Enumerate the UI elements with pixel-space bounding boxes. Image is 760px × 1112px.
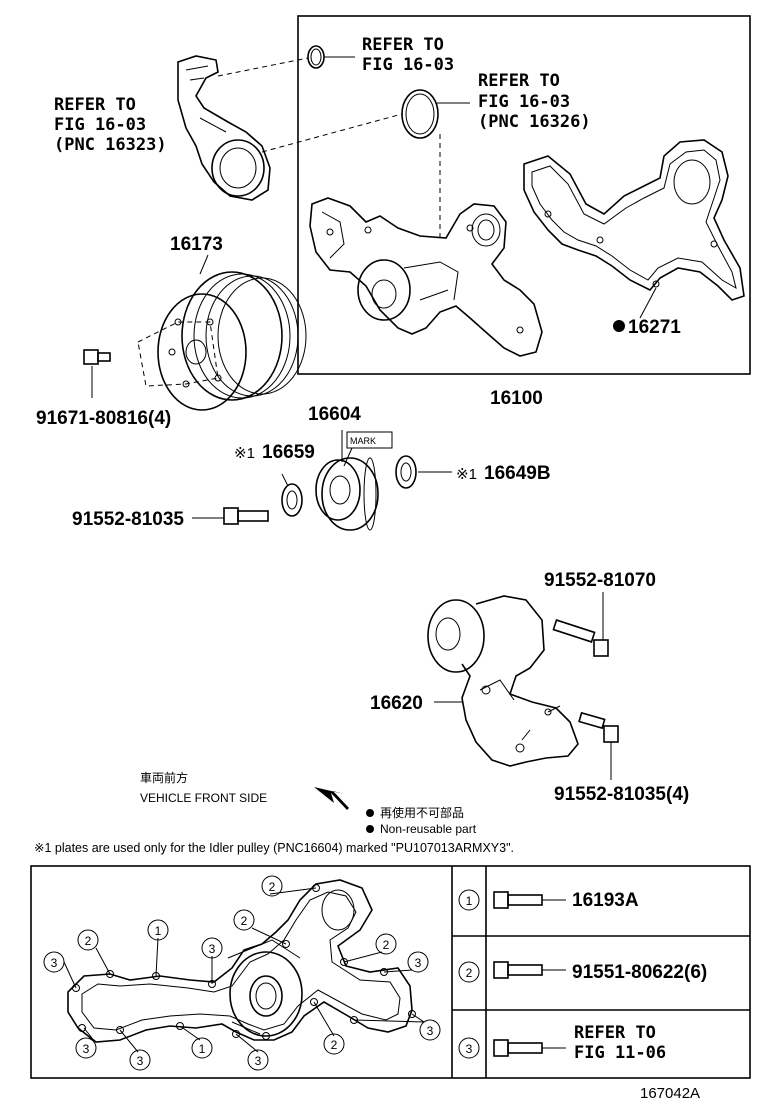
pulley-16173 — [137, 271, 307, 411]
water-inlet-pipe — [177, 55, 271, 201]
bolt-icon — [493, 891, 543, 909]
part-number: 91671-80816(4) — [36, 408, 171, 429]
callout-3: 3 — [427, 1024, 434, 1038]
legend-part: FIG 11-06 — [574, 1043, 666, 1063]
footnote-symbol: ※1 — [234, 445, 255, 462]
part-number: 16271 — [628, 317, 681, 338]
water-pump-body — [309, 197, 543, 357]
vehicle-front-en: VEHICLE FRONT SIDE — [140, 791, 267, 805]
legend-part: 91551-80622(6) — [572, 962, 707, 983]
gasket-16271 — [523, 139, 745, 301]
refer-label: REFER TO — [478, 71, 560, 91]
callout-2: 2 — [331, 1038, 338, 1052]
callout-2: 2 — [85, 934, 92, 948]
plate-16659 — [281, 483, 303, 517]
bolt-91552-81070 — [552, 619, 609, 657]
idler-pulley-16604 — [315, 457, 379, 531]
callout-1: 1 — [199, 1042, 206, 1056]
pump-bolt-layout — [67, 879, 416, 1043]
plate-16649b — [395, 455, 417, 489]
refer-label: FIG 16-03 — [54, 115, 146, 135]
callout-3: 3 — [209, 942, 216, 956]
assembly-frame — [297, 15, 751, 375]
refer-label: FIG 16-03 — [478, 92, 570, 112]
bolt-91552-81035-4 — [578, 711, 619, 743]
legend-circle-3 — [458, 1037, 480, 1059]
front-arrow-icon — [314, 787, 349, 810]
footnote: ※1 plates are used only for the Idler pu… — [34, 841, 514, 855]
part-number: 16100 — [490, 388, 543, 409]
legend-key: 2 — [466, 966, 473, 980]
mark-label: MARK — [350, 436, 376, 446]
part-number: 16173 — [170, 234, 223, 255]
refer-label: (PNC 16323) — [54, 135, 167, 155]
part-number: 16659 — [262, 442, 315, 463]
callout-3: 3 — [255, 1054, 262, 1068]
callout-3: 3 — [51, 956, 58, 970]
bullet-icon — [366, 825, 374, 833]
part-number: 16620 — [370, 693, 423, 714]
callout-circles: 3 2 1 3 2 2 2 3 3 2 3 1 3 3 — [43, 875, 441, 1071]
callout-leaders — [63, 887, 425, 1053]
callout-1: 1 — [155, 924, 162, 938]
mark-label-box — [346, 431, 393, 449]
legend-part: 16193A — [572, 890, 639, 911]
bullet-icon — [366, 809, 374, 817]
bolt-91671 — [83, 349, 111, 365]
callout-3: 3 — [137, 1054, 144, 1068]
part-number: 16649B — [484, 463, 551, 484]
part-number: 91552-81070 — [544, 570, 656, 591]
bolt-icon — [493, 1039, 543, 1057]
bolt-91552-81035 — [223, 507, 269, 525]
bottom-frame — [30, 865, 751, 1079]
legend-circle-2 — [458, 961, 480, 983]
legend-key: 3 — [466, 1042, 473, 1056]
callout-2: 2 — [269, 880, 276, 894]
vehicle-front-jp: 車両前方 — [140, 770, 188, 785]
legend-circle-1 — [458, 889, 480, 911]
figure-id: 167042A — [640, 1085, 700, 1102]
legend-part: REFER TO — [574, 1023, 656, 1043]
part-number: 16604 — [308, 404, 361, 425]
callout-3: 3 — [83, 1042, 90, 1056]
o-ring-large — [401, 89, 439, 139]
footnote-symbol: ※1 — [456, 466, 477, 483]
refer-label: FIG 16-03 — [362, 55, 454, 75]
refer-label: (PNC 16326) — [478, 112, 591, 132]
refer-label: REFER TO — [362, 35, 444, 55]
refer-label: REFER TO — [54, 95, 136, 115]
non-reusable-en: Non-reusable part — [380, 822, 477, 836]
bolt-icon — [493, 961, 543, 979]
legend-key: 1 — [466, 894, 473, 908]
part-number: 91552-81035(4) — [554, 784, 689, 805]
non-reusable-dot — [613, 320, 625, 332]
non-reusable-jp: 再使用不可部品 — [380, 805, 464, 820]
part-number: 91552-81035 — [72, 509, 184, 530]
callout-2: 2 — [383, 938, 390, 952]
callout-3: 3 — [415, 956, 422, 970]
tensioner-16620 — [427, 595, 579, 767]
callout-2: 2 — [241, 914, 248, 928]
